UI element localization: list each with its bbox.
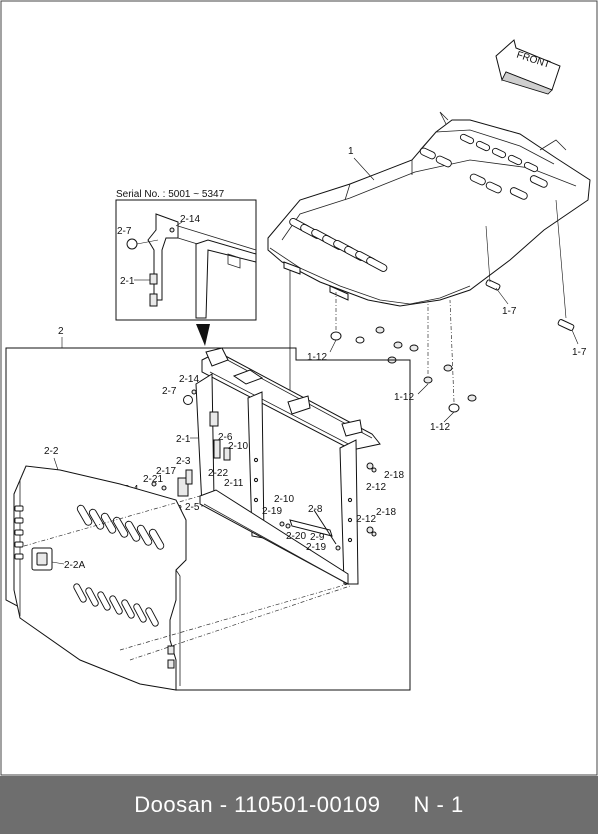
callout-1-12: 1-12 <box>394 392 414 403</box>
callout-2-18: 2-18 <box>376 507 396 518</box>
callout-1: 1 <box>348 146 354 157</box>
canopy-roof <box>267 111 591 307</box>
callout-2-7: 2-7 <box>117 226 132 237</box>
front-guard-panel <box>13 465 351 691</box>
callout-2-19: 2-19 <box>262 506 282 517</box>
callout-2: 2 <box>58 326 64 337</box>
callout-2-14: 2-14 <box>179 374 199 385</box>
front-direction-arrow: FRONT <box>495 39 561 95</box>
callout-2-1: 2-1 <box>120 276 135 287</box>
callout-2-7: 2-7 <box>162 386 177 397</box>
callout-2-12: 2-12 <box>356 514 376 525</box>
footer-part-number: Doosan - 110501-00109 N - 1 <box>0 776 598 834</box>
pin-1-7-right: 1-7 <box>485 279 517 317</box>
callout-2-1: 2-1 <box>176 434 191 445</box>
pin-1-7-far: 1-7 <box>557 319 587 358</box>
canopy-frame <box>137 347 381 585</box>
callout-1-12: 1-12 <box>430 422 450 433</box>
callout-2-2: 2-2 <box>44 446 59 457</box>
callout-2-12: 2-12 <box>366 482 386 493</box>
callout-2-11: 2-11 <box>224 478 244 489</box>
callout-2-20: 2-20 <box>286 531 306 542</box>
callout-1-7: 1-7 <box>572 347 587 358</box>
serial-detail-box: Serial No. : 5001 ~ 5347 2-7 2-14 2-1 <box>115 189 257 321</box>
callout-2-9: 2-9 <box>310 532 325 543</box>
callout-2-21: 2-21 <box>143 474 163 485</box>
callout-1-7: 1-7 <box>502 306 517 317</box>
callout-2-22: 2-22 <box>208 468 228 479</box>
exploded-parts-diagram: FRONT <box>0 0 598 776</box>
rubber-mounts: 1-12 1-12 1-12 <box>307 326 477 433</box>
callout-2-6: 2-6 <box>218 432 233 443</box>
callout-1-12: 1-12 <box>307 352 327 363</box>
callout-2-14: 2-14 <box>180 214 200 225</box>
callout-2-19: 2-19 <box>306 542 326 553</box>
callout-2-18: 2-18 <box>384 470 404 481</box>
callout-2-2a: 2-2A <box>64 560 85 571</box>
callout-2-5: 2-5 <box>185 502 200 513</box>
callout-2-10: 2-10 <box>274 494 294 505</box>
footer-text: Doosan - 110501-00109 N - 1 <box>134 792 464 817</box>
callout-2-10: 2-10 <box>228 441 248 452</box>
callout-2-8: 2-8 <box>308 504 323 515</box>
callout-2-17: 2-17 <box>156 466 176 477</box>
callout-2-3: 2-3 <box>176 456 191 467</box>
serial-number-label: Serial No. : 5001 ~ 5347 <box>116 189 225 200</box>
